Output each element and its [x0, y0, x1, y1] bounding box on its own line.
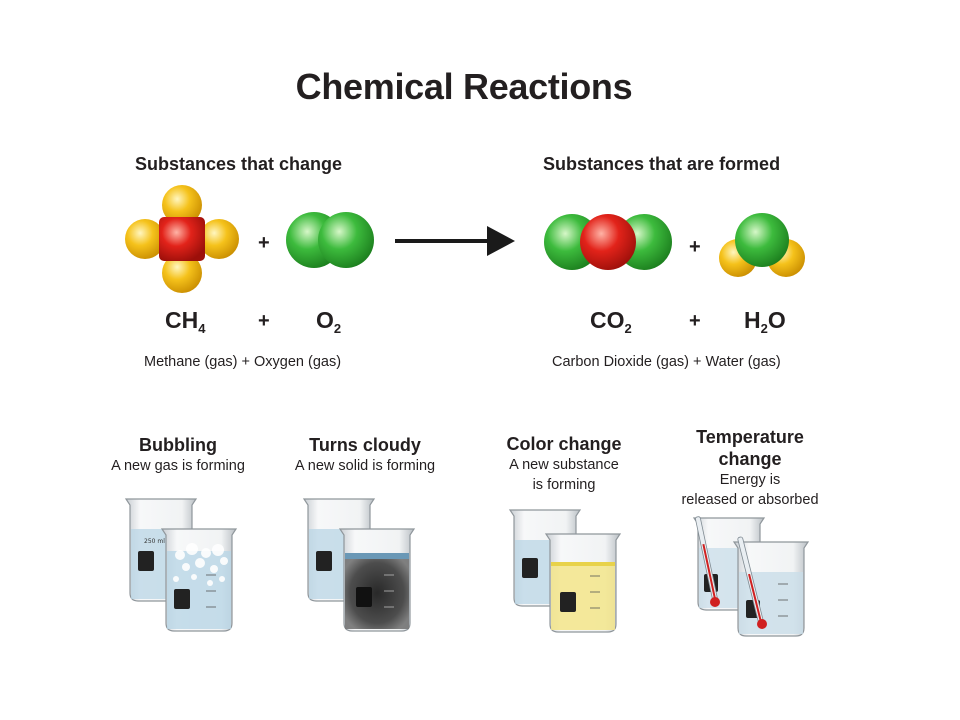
- indicator-title: Color change: [506, 434, 622, 454]
- oxygen-molecule: [286, 212, 374, 268]
- indicator-text: A new gas is forming: [111, 458, 245, 474]
- methane-molecule: [125, 185, 239, 293]
- front-beaker: [544, 533, 622, 633]
- molecule-plus-left: +: [258, 232, 270, 254]
- carbon-atom: [159, 217, 205, 261]
- front-beaker: [338, 528, 416, 632]
- formula-methane: CH4: [165, 307, 206, 336]
- reactants-description: Methane (gas) + Oxygen (gas): [144, 354, 342, 370]
- oxygen-atom: [735, 213, 789, 267]
- beakers-bubbling: 250 ml: [124, 498, 238, 632]
- reaction-arrow: [395, 226, 515, 256]
- front-beaker: [160, 528, 238, 632]
- indicator-temperature: Temperature change Energy is released or…: [660, 426, 840, 510]
- indicator-text: is forming: [532, 477, 596, 493]
- indicator-text: Energy is: [719, 472, 781, 488]
- page-title: Chemical Reactions: [295, 66, 633, 107]
- hydrogen-atom: [125, 219, 165, 259]
- hydrogen-atom: [162, 185, 202, 225]
- formula-plus-right: +: [689, 310, 701, 332]
- formula-water: H2O: [744, 307, 786, 336]
- hydrogen-atom: [162, 253, 202, 293]
- reactants-heading: Substances that change: [135, 154, 343, 174]
- formula-carbon-dioxide: CO2: [590, 307, 632, 336]
- carbon-dioxide-molecule: [544, 214, 672, 270]
- thermometer-icon: [695, 516, 720, 607]
- formula-plus-left: +: [258, 310, 270, 332]
- water-molecule: [719, 213, 805, 277]
- indicator-text: A new substance: [509, 457, 619, 473]
- formula-oxygen: O2: [316, 307, 342, 336]
- indicator-title: change: [718, 449, 782, 469]
- indicator-bubbling: Bubbling A new gas is forming: [88, 434, 268, 476]
- svg-text:250 ml: 250 ml: [144, 538, 165, 545]
- indicator-title: Bubbling: [139, 435, 217, 455]
- indicator-title: Temperature: [696, 427, 804, 447]
- carbon-atom: [580, 214, 636, 270]
- beakers-temperature: [692, 516, 810, 637]
- indicator-title: Turns cloudy: [309, 435, 421, 455]
- indicator-text: A new solid is forming: [294, 458, 436, 474]
- indicator-cloudy: Turns cloudy A new solid is forming: [275, 434, 455, 476]
- oxygen-atom: [318, 212, 374, 268]
- indicator-color-change: Color change A new substance is forming: [474, 433, 654, 495]
- products-heading: Substances that are formed: [543, 154, 781, 174]
- indicator-text: released or absorbed: [681, 492, 819, 508]
- beakers-color-change: [508, 509, 622, 633]
- molecule-plus-right: +: [689, 236, 701, 258]
- thermometer-icon: [737, 536, 767, 629]
- beakers-cloudy: [302, 498, 416, 632]
- hydrogen-atom: [199, 219, 239, 259]
- products-description: Carbon Dioxide (gas) + Water (gas): [552, 354, 781, 370]
- front-beaker: [732, 541, 810, 637]
